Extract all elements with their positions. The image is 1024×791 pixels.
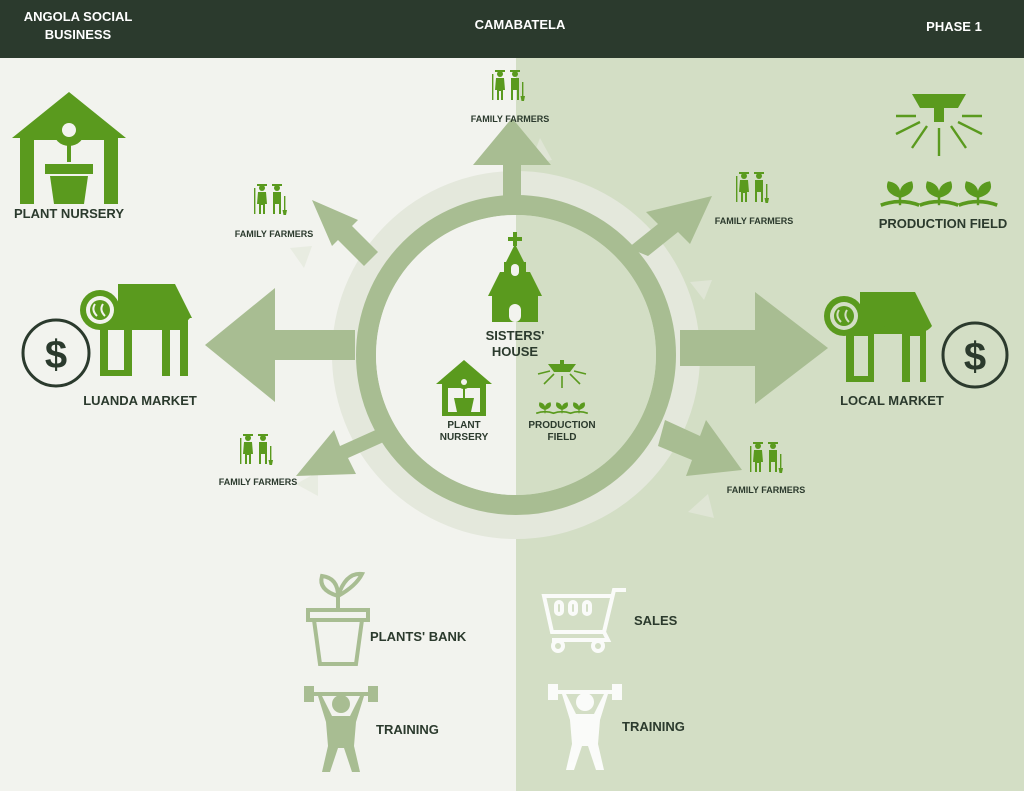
- training-left-label: TRAINING: [376, 722, 439, 737]
- luanda-market-icon: [21, 284, 192, 388]
- training-right-label: TRAINING: [622, 719, 685, 734]
- header-right-title: PHASE 1: [926, 19, 982, 34]
- sales-cart-icon: [541, 588, 626, 653]
- center-field-icon: [535, 360, 589, 415]
- arrow-up-left: [312, 200, 378, 266]
- farmers-icon-upleft: [254, 184, 287, 215]
- plants-bank-label: PLANTS' BANK: [370, 629, 467, 644]
- local-market-label: LOCAL MARKET: [840, 393, 944, 408]
- plants-bank-icon: [306, 571, 370, 666]
- arrow-right-big: [680, 292, 828, 404]
- sisters-house-label: SISTERS' HOUSE: [485, 328, 545, 359]
- arrow-up-right: [628, 196, 712, 256]
- header-left-title: ANGOLA SOCIAL BUSINESS: [23, 9, 133, 42]
- family-farmers-label-downleft: FAMILY FARMERS: [218, 477, 298, 487]
- arrow-up: [473, 118, 551, 205]
- arrow-left-big: [205, 288, 355, 402]
- family-farmers-label-downright: FAMILY FARMERS: [726, 485, 806, 495]
- center-nursery-icon: [436, 360, 492, 416]
- central-ring: [356, 195, 676, 515]
- luanda-market-label: LUANDA MARKET: [83, 393, 197, 408]
- header-bar: ANGOLA SOCIAL BUSINESS CAMABATELA PHASE …: [0, 0, 1024, 58]
- flow-arrows: [205, 118, 828, 476]
- arrow-down-right: [658, 420, 742, 476]
- production-field-label: PRODUCTION FIELD: [878, 216, 1008, 231]
- plant-nursery-label: PLANT NURSERY: [13, 206, 125, 221]
- plant-nursery-icon: [12, 92, 126, 204]
- family-farmers-label-top: FAMILY FARMERS: [470, 114, 550, 124]
- farmers-icon-downleft: [240, 434, 273, 465]
- dollar-sign-left: $: [45, 333, 67, 377]
- local-market-icon: [824, 292, 1009, 389]
- farmers-icon-downright: [750, 442, 783, 473]
- farmers-icon-top: [492, 70, 525, 101]
- header-center-title: CAMABATELA: [474, 17, 566, 32]
- family-farmers-label-upright: FAMILY FARMERS: [714, 216, 794, 226]
- center-field-label: PRODUCTION FIELD: [528, 420, 596, 443]
- sales-label: SALES: [634, 613, 678, 628]
- center-nursery-label: PLANT NURSERY: [439, 420, 489, 443]
- production-field-icon: [878, 94, 1000, 207]
- farmers-icon-upright: [736, 172, 769, 203]
- family-farmers-label-upleft: FAMILY FARMERS: [234, 229, 314, 239]
- training-right-icon: [548, 684, 622, 770]
- training-left-icon: [304, 686, 378, 772]
- dollar-sign-right: $: [964, 335, 986, 379]
- arrow-down-left: [296, 428, 388, 476]
